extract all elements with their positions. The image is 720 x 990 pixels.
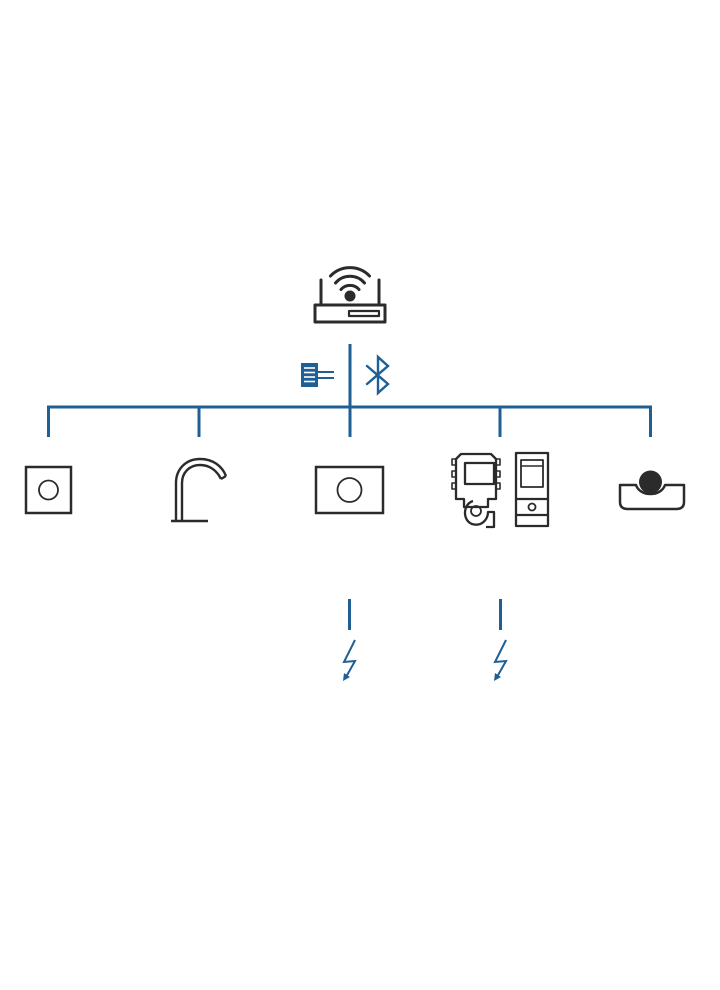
flush-plate-icon [314, 465, 385, 515]
cable-connector-icon [301, 363, 334, 387]
connection-lines [47, 344, 652, 437]
washbasin-sensor-icon [618, 470, 686, 511]
power-lightning-icon [342, 639, 357, 681]
faucet-icon [171, 457, 228, 523]
small-push-button-icon [24, 465, 73, 515]
wifi-router-icon [313, 266, 387, 324]
bluetooth-icon [365, 354, 390, 396]
power-lightning-icon [493, 639, 508, 681]
control-module-icon [451, 451, 550, 529]
power-supply-lines [348, 599, 502, 630]
